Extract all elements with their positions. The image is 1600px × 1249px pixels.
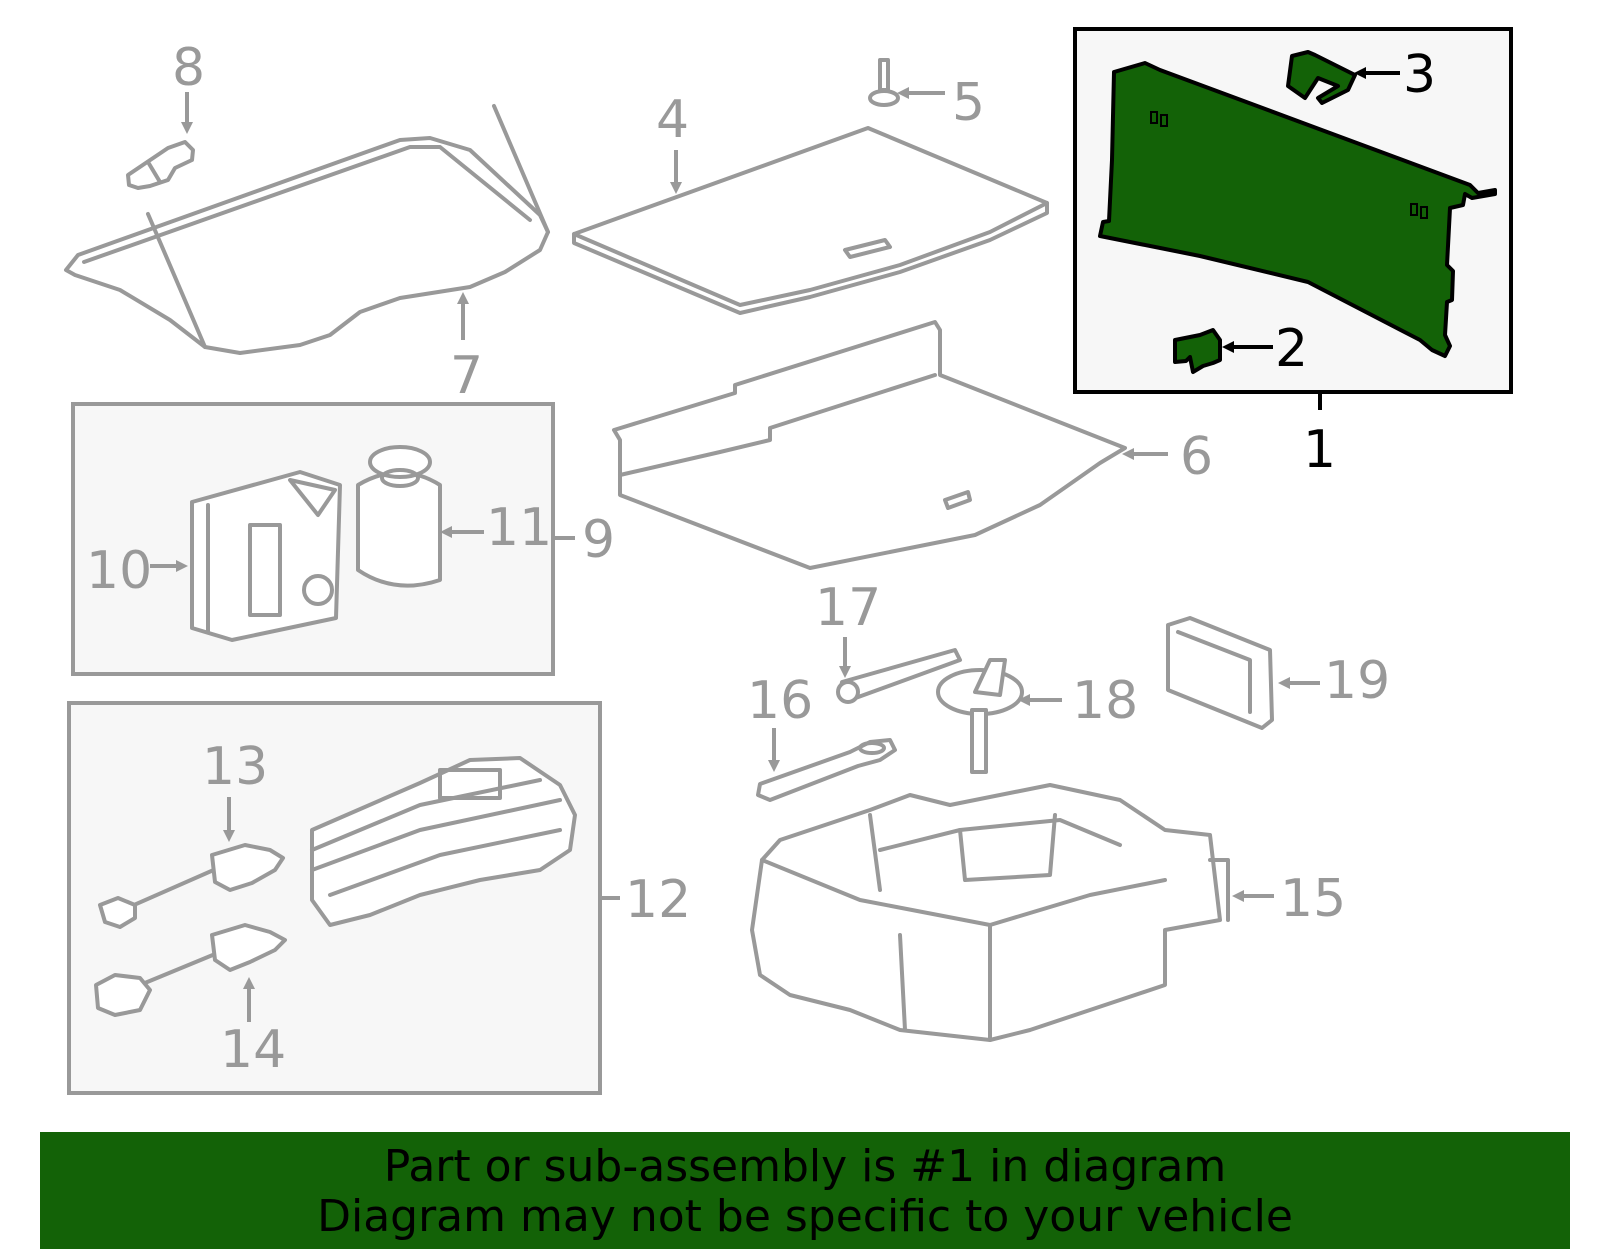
callout-17: 17 (815, 578, 881, 638)
callout-9: 9 (582, 510, 615, 570)
clip-part-2[interactable] (1173, 328, 1222, 374)
callout-3: 3 (1403, 45, 1436, 105)
callout-15: 15 (1280, 869, 1346, 929)
panel-part-1[interactable] (1098, 61, 1497, 358)
callout-1: 1 (1303, 420, 1336, 480)
cargo-net-frame-part-7[interactable] (64, 104, 550, 355)
callout-8: 8 (172, 38, 205, 98)
callout-7: 7 (450, 346, 483, 406)
callout-5: 5 (952, 73, 985, 133)
bolt-part-5[interactable] (868, 58, 900, 107)
retainer-part-8[interactable] (126, 140, 195, 190)
adapter-part-13[interactable] (98, 843, 285, 929)
floor-panel-part-4[interactable] (572, 126, 1049, 315)
callout-13: 13 (202, 737, 268, 797)
callout-2: 2 (1275, 319, 1308, 379)
callout-18: 18 (1072, 671, 1138, 731)
callout-10: 10 (86, 541, 152, 601)
wing-bolt-part-18[interactable] (936, 658, 1024, 774)
clip-part-3[interactable] (1286, 50, 1357, 105)
callout-4: 4 (656, 90, 689, 150)
callout-19: 19 (1324, 651, 1390, 711)
callout-6: 6 (1180, 427, 1213, 487)
banner-line-1: Part or sub-assembly is #1 in diagram (383, 1141, 1227, 1192)
adapter-part-14[interactable] (94, 923, 287, 1017)
jack-handle-part-16[interactable] (756, 738, 897, 802)
tray-insert-part-19[interactable] (1166, 616, 1274, 730)
wrench-part-17[interactable] (836, 648, 962, 704)
banner-line-2: Diagram may not be specific to your vehi… (317, 1191, 1293, 1242)
notice-banner: Part or sub-assembly is #1 in diagram Di… (40, 1132, 1570, 1249)
callout-11: 11 (486, 498, 552, 558)
callout-12: 12 (625, 870, 691, 930)
callout-16: 16 (747, 671, 813, 731)
compressor-coil-part-12[interactable] (310, 756, 577, 927)
storage-tray-part-15[interactable] (750, 783, 1230, 1042)
compressor-part-10[interactable] (190, 470, 342, 642)
callout-14: 14 (220, 1020, 286, 1080)
cargo-floor-part-6[interactable] (612, 320, 1127, 570)
sealant-bottle-part-11[interactable] (356, 445, 442, 588)
